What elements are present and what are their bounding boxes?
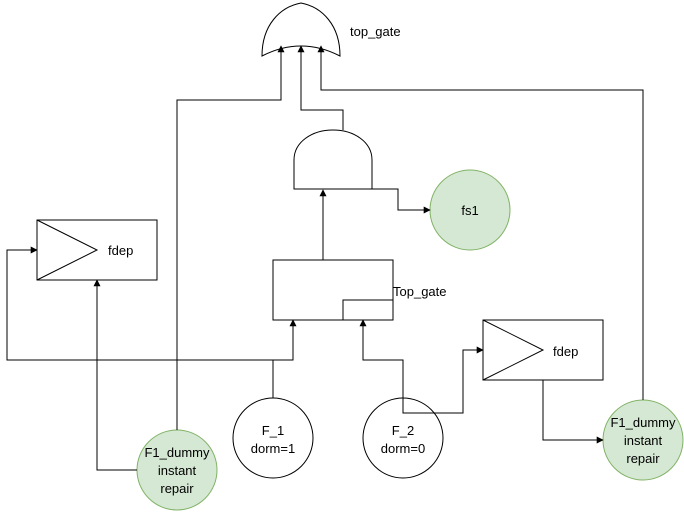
edge-dummy-left-to-top bbox=[176, 45, 285, 430]
edge-and-to-top bbox=[297, 45, 344, 130]
f1-dummy-right-type: instant bbox=[624, 433, 663, 448]
fdep-right-gate[interactable]: fdep bbox=[482, 319, 604, 381]
fs1-event[interactable]: fs1 bbox=[429, 169, 511, 251]
edge-f1-to-fdep-left bbox=[6, 246, 273, 361]
f2-name: F_2 bbox=[392, 423, 414, 438]
f1-dummy-left-name: F1_dummy bbox=[144, 445, 210, 460]
f1-dummy-left-repair: repair bbox=[160, 481, 194, 496]
f1-dorm: dorm=1 bbox=[251, 441, 295, 456]
edge-f2-to-fdep-right bbox=[402, 346, 484, 414]
fdep-right-triangle bbox=[482, 319, 545, 381]
f2-event[interactable]: F_2 dorm=0 bbox=[362, 397, 444, 479]
pand-gate-label: Top_gate bbox=[393, 284, 447, 299]
fdep-left-gate[interactable]: fdep bbox=[36, 219, 158, 281]
f1-dummy-left-event[interactable]: F1_dummy instant repair bbox=[136, 429, 218, 511]
pand-gate-corner bbox=[342, 299, 393, 320]
fdep-right-label: fdep bbox=[553, 344, 578, 359]
fdep-left-label: fdep bbox=[108, 243, 133, 258]
edge-f1-to-pand bbox=[272, 319, 297, 398]
f1-event[interactable]: F_1 dorm=1 bbox=[232, 397, 314, 479]
f1-dummy-right-repair: repair bbox=[626, 451, 660, 466]
pand-gate-box bbox=[272, 259, 394, 321]
and-gate[interactable] bbox=[293, 129, 373, 190]
fs1-label: fs1 bbox=[461, 203, 478, 218]
f1-dummy-left-type: instant bbox=[158, 463, 197, 478]
and-gate-shape bbox=[293, 129, 373, 190]
connectors bbox=[6, 45, 644, 471]
f1-dummy-right-event[interactable]: F1_dummy instant repair bbox=[602, 399, 684, 481]
edge-dummy-left-to-fdep bbox=[93, 279, 137, 471]
top-gate-label: top_gate bbox=[350, 24, 401, 39]
f1-name: F_1 bbox=[262, 423, 284, 438]
f2-dorm: dorm=0 bbox=[381, 441, 425, 456]
pand-gate[interactable] bbox=[272, 259, 394, 321]
edge-dummy-right-to-top bbox=[317, 45, 644, 400]
fdep-left-triangle bbox=[36, 219, 99, 281]
edge-fdep-right-to-dummy bbox=[542, 380, 604, 444]
f1-circle bbox=[232, 397, 314, 479]
f1-dummy-right-name: F1_dummy bbox=[610, 415, 676, 430]
edge-and-to-fs1 bbox=[372, 188, 431, 214]
edge-f2-to-pand bbox=[359, 319, 404, 398]
